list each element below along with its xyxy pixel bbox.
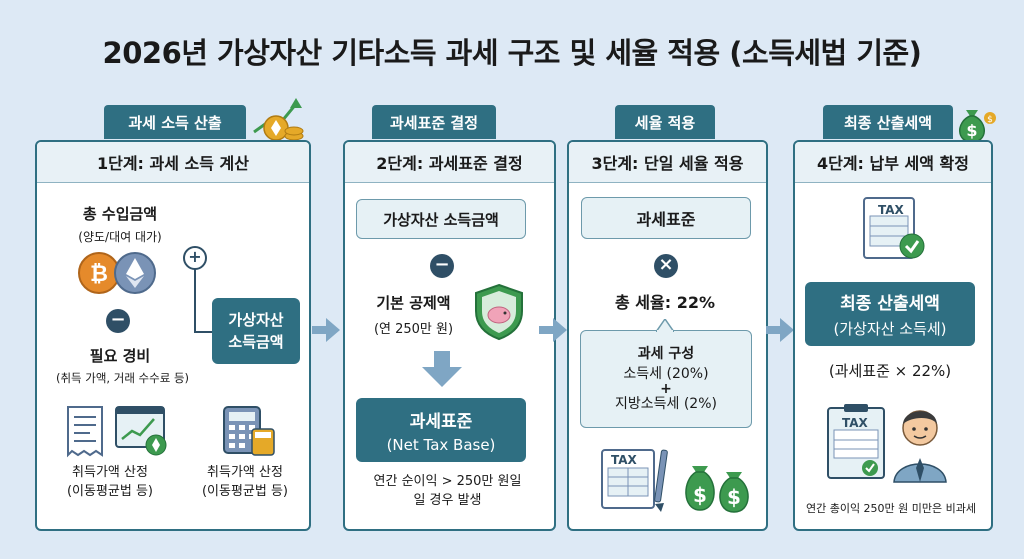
tab-step3: 세율 적용 — [615, 105, 715, 139]
callout-pointer — [656, 319, 674, 332]
step3-header: 3단계: 단일 세율 적용 — [569, 142, 766, 183]
svg-text:₿: ₿ — [90, 262, 108, 287]
flow-arrow-1 — [312, 318, 340, 342]
calculator-icon — [223, 406, 275, 456]
multiply-icon: × — [654, 254, 678, 278]
tax-doc-label: TAX — [611, 453, 637, 467]
crypto-income-result: 가상자산 소득금액 — [212, 298, 300, 364]
flow-arrow-3 — [766, 318, 794, 342]
tax-base-note: 연간 순이익 > 250만 원일 일 경우 발생 — [373, 474, 522, 508]
composition-title: 과세 구성 — [637, 346, 695, 362]
tax-base-sub: (Net Tax Base) — [386, 435, 496, 454]
receipt-icon — [67, 406, 103, 458]
rate-composition-box: 과세 구성 소득세 (20%) + 지방소득세 (2%) — [580, 330, 752, 428]
tab-step2: 과세표준 결정 — [372, 105, 496, 139]
flow-arrow-2 — [539, 318, 567, 342]
tax-base-input-box: 과세표준 — [581, 197, 751, 239]
step2-header: 2단계: 과세표준 결정 — [345, 142, 554, 183]
money-bag-icon: $ $ — [959, 110, 996, 143]
tab-step1: 과세 소득 산출 — [104, 105, 246, 139]
tax-document-icon — [601, 449, 668, 512]
crypto-income-result-text: 가상자산 소득금액 — [228, 311, 284, 351]
tax-base-box: 과세표준 (Net Tax Base) — [356, 398, 526, 462]
final-tax-box: 최종 산출세액 (가상자산 소득세) — [805, 282, 975, 346]
tab-step4: 최종 산출세액 — [823, 105, 953, 139]
plus-icon: + — [183, 246, 207, 270]
expense-sub: (취득 가액, 거래 수수료 등) — [55, 371, 190, 385]
step4-header: 4단계: 납부 세액 확정 — [795, 142, 991, 183]
svg-text:$: $ — [966, 121, 977, 140]
svg-text:$: $ — [727, 485, 741, 509]
total-rate-label: 총 세율: 22% — [615, 293, 715, 312]
total-income-label: 총 수입금액 — [82, 205, 158, 223]
expense-label: 필요 경비 — [89, 347, 151, 365]
svg-text:$: $ — [693, 483, 707, 507]
final-tax-sub: (가상자산 소득세) — [833, 320, 947, 338]
crypto-growth-icon — [253, 98, 304, 141]
shield-piggybank-icon — [475, 283, 523, 341]
crypto-income-box: 가상자산 소득금액 — [356, 199, 526, 239]
acquisition-note-1: 취득가액 산정 (이동평균법 등) — [66, 465, 154, 499]
tax-base-title: 과세표준 — [409, 411, 473, 432]
total-income-sub: (양도/대여 대가) — [78, 230, 162, 244]
final-tax-title: 최종 산출세액 — [840, 294, 940, 314]
deduction-sub: (연 250만 원) — [373, 322, 454, 337]
clipboard-label: TAX — [842, 416, 868, 430]
acquisition-note-2: 취득가액 산정 (이동평균법 등) — [201, 465, 289, 499]
money-bags-icon: $ $ — [685, 466, 749, 513]
plus-sign: + — [660, 381, 672, 397]
local-tax-rate: 지방소득세 (2%) — [615, 396, 717, 412]
step1-header: 1단계: 과세 소득 계산 — [37, 142, 309, 183]
final-formula: (과세표준 × 22%) — [828, 362, 952, 380]
exemption-note: 연간 총이익 250만 원 미만은 비과세 — [805, 502, 977, 515]
deduction-label: 기본 공제액 — [376, 294, 451, 312]
minus-icon: − — [430, 254, 454, 278]
down-arrow — [422, 351, 462, 387]
tax-form-check-icon — [863, 197, 925, 259]
tax-form-label: TAX — [878, 203, 904, 217]
income-tax-rate: 소득세 (20%) — [623, 366, 709, 382]
minus-icon: − — [106, 309, 130, 333]
page-title: 2026년 가상자산 기타소득 과세 구조 및 세율 적용 (소득세법 기준) — [102, 36, 922, 70]
clipboard-person-icon — [827, 404, 947, 483]
bitcoin-ethereum-icon: ₿ — [78, 252, 156, 294]
chart-monitor-icon — [115, 406, 167, 456]
svg-text:$: $ — [987, 115, 993, 125]
